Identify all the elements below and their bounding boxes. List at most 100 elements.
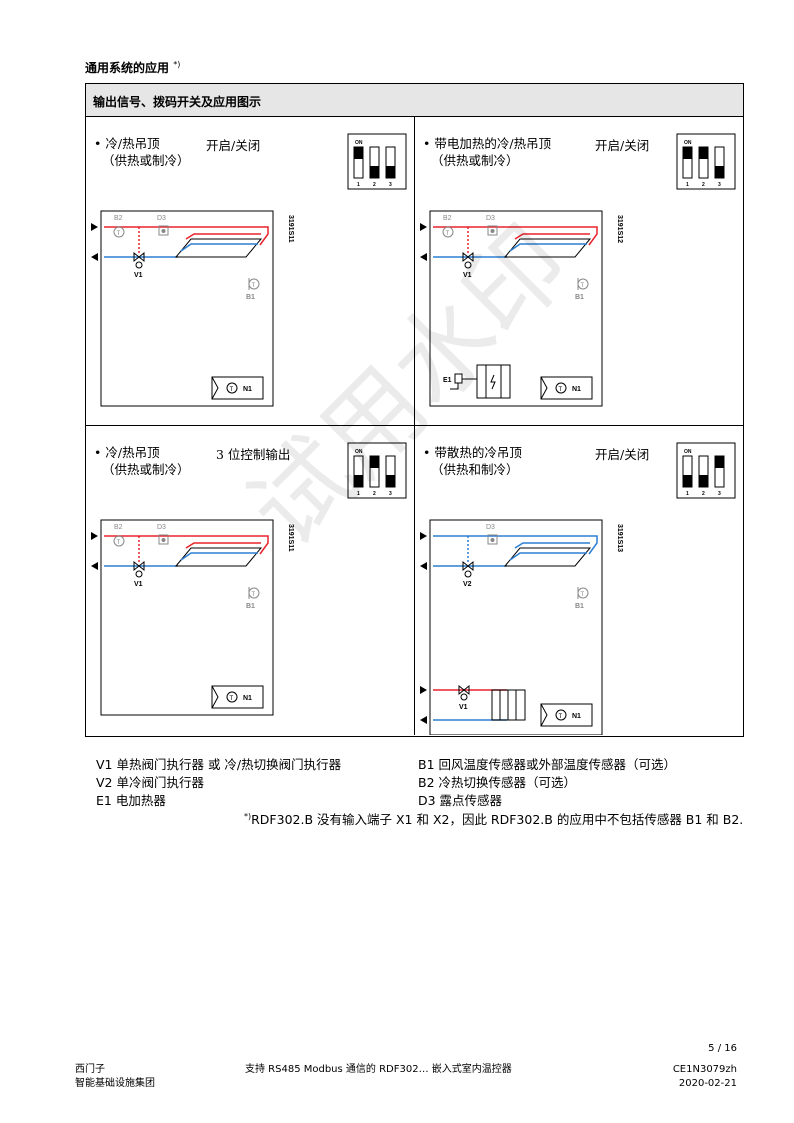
- ceiling-panel: [503, 547, 592, 567]
- sensor-b2-label: B2: [443, 215, 452, 222]
- company: 西门子: [75, 1064, 105, 1075]
- temperature-sensor-icon: [577, 587, 589, 599]
- return-arrow-icon: [420, 253, 427, 261]
- table-header: 输出信号、拨码开关及应用图示: [86, 84, 743, 117]
- return-arrow-icon: [420, 562, 427, 570]
- thermostat-n1: T N1: [211, 685, 264, 709]
- diagram-code: 3191S11: [287, 215, 294, 243]
- heater-label: E1: [443, 377, 452, 384]
- ceiling-panel: [503, 238, 592, 258]
- legend-item: B2 冷热切换传感器（可选）: [418, 775, 577, 790]
- legend-item: E1 电加热器: [96, 793, 166, 808]
- footnote-text: RDF302.B 没有输入端子 X1 和 X2，因此 RDF302.B 的应用中…: [251, 812, 744, 828]
- supply-arrow-icon: [91, 532, 98, 540]
- thermostat-label: N1: [243, 695, 252, 702]
- dewpoint-sensor-icon: [487, 225, 498, 236]
- dip-number: 2: [702, 491, 705, 497]
- ceiling-panel: [174, 547, 263, 567]
- sensor-b1-label: B1: [575, 603, 584, 610]
- supply-arrow-icon: [91, 223, 98, 231]
- valve-label: V1: [463, 272, 472, 279]
- legend-item: V1 单热阀门执行器 或 冷/热切换阀门执行器: [96, 757, 342, 772]
- temperature-sensor-icon: [577, 278, 589, 290]
- footnote-mark: *): [244, 812, 252, 821]
- dip-number: 1: [686, 182, 689, 188]
- dip-number: 2: [373, 491, 376, 497]
- valve-label: V1: [134, 272, 143, 279]
- dip-number: 2: [373, 182, 376, 188]
- division: 智能基础设施集团: [75, 1078, 155, 1089]
- application-description: • 带散热的冷吊顶 （供热和制冷）: [423, 445, 522, 477]
- legend-item: D3 露点传感器: [418, 793, 503, 808]
- dip-number: 1: [357, 182, 360, 188]
- valve-icon: [133, 251, 145, 263]
- application-name: 冷/热吊顶: [105, 136, 160, 151]
- ceiling-panel: [174, 238, 263, 258]
- dip-number: 1: [357, 491, 360, 497]
- svg-text:T: T: [230, 387, 234, 393]
- section-title-text: 通用系统的应用: [85, 61, 170, 75]
- temperature-sensor-icon: [248, 587, 260, 599]
- application-mode-note: （供热或制冷）: [430, 153, 519, 168]
- valve-icon: [462, 251, 474, 263]
- application-mode-note: （供热或制冷）: [101, 153, 190, 168]
- svg-text:T: T: [559, 714, 563, 720]
- dip-on-label: ON: [684, 140, 692, 146]
- thermostat-n1: T N1: [211, 376, 264, 400]
- application-mode-note: （供热和制冷）: [430, 462, 519, 477]
- dip-on-label: ON: [684, 449, 692, 455]
- svg-text:T: T: [252, 592, 256, 598]
- valve-label: V1: [134, 581, 143, 588]
- application-name: 冷/热吊顶: [105, 445, 160, 460]
- application-description: • 冷/热吊顶 （供热或制冷）: [94, 445, 190, 477]
- document-title: 支持 RS485 Modbus 通信的 RDF302… 嵌入式室内温控器: [245, 1064, 512, 1075]
- temperature-sensor-icon: [113, 226, 125, 238]
- legend-item: V2 单冷阀门执行器: [96, 775, 204, 790]
- svg-text:T: T: [581, 592, 585, 598]
- control-output: 开启/关闭: [595, 447, 650, 462]
- footer-left: 西门子智能基础设施集团: [75, 1063, 155, 1091]
- dip-number: 3: [389, 182, 392, 188]
- supply-arrow-icon: [420, 532, 427, 540]
- svg-text:T: T: [559, 387, 563, 393]
- dewpoint-sensor-icon: [158, 225, 169, 236]
- document-id: CE1N3079zh: [672, 1064, 737, 1075]
- valve-label: V2: [463, 581, 472, 588]
- legend-left: V1 单热阀门执行器 或 冷/热切换阀门执行器 V2 单冷阀门执行器 E1 电加…: [96, 756, 341, 810]
- dip-number: 2: [702, 182, 705, 188]
- temperature-sensor-icon: [442, 226, 454, 238]
- application-description: • 冷/热吊顶 （供热或制冷）: [94, 136, 190, 168]
- thermostat-label: N1: [572, 386, 581, 393]
- control-output: 开启/关闭: [206, 138, 261, 153]
- svg-text:T: T: [117, 540, 121, 546]
- legend-right: B1 回风温度传感器或外部温度传感器（可选） B2 冷热切换传感器（可选） D3…: [418, 756, 676, 810]
- valve-icon: [133, 560, 145, 572]
- temperature-sensor-icon: [113, 535, 125, 547]
- sensor-d3-label: D3: [486, 215, 495, 222]
- valve-icon: [458, 684, 470, 696]
- application-description: • 带电加热的冷/热吊顶 （供热或制冷）: [423, 136, 552, 168]
- section-title: 通用系统的应用 *): [85, 59, 180, 76]
- sensor-b1-label: B1: [246, 294, 255, 301]
- page-number: 5 / 16: [708, 1043, 737, 1054]
- electric-heater: E1: [443, 364, 511, 399]
- svg-text:T: T: [446, 231, 450, 237]
- dip-number: 1: [686, 491, 689, 497]
- sensor-b1-label: B1: [246, 603, 255, 610]
- sensor-b1-label: B1: [575, 294, 584, 301]
- svg-text:T: T: [252, 283, 256, 289]
- temperature-sensor-icon: [248, 278, 260, 290]
- svg-text:T: T: [230, 696, 234, 702]
- thermostat-label: N1: [243, 386, 252, 393]
